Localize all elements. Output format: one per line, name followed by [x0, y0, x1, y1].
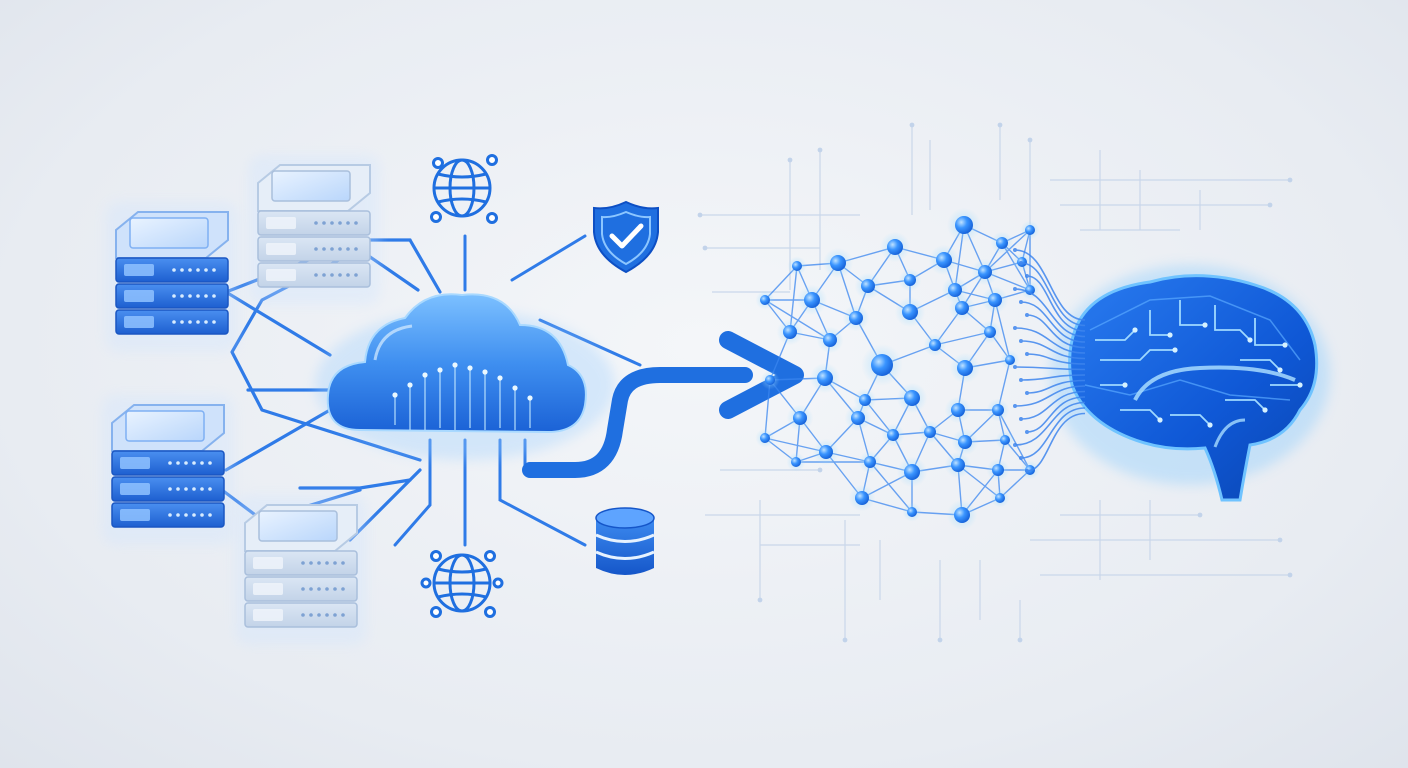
server-rack-icon — [102, 395, 234, 545]
cloud-icon — [315, 293, 615, 460]
globe-network-icon — [430, 154, 498, 224]
arrow-right-icon — [522, 331, 804, 478]
server-rack-icon — [106, 202, 238, 352]
server-rack-icon — [248, 155, 380, 305]
neural-network-icon — [755, 207, 1040, 531]
network-to-brain-lines — [1013, 248, 1086, 473]
shield-check-icon — [593, 200, 659, 274]
circuit-brain-icon — [1050, 265, 1330, 502]
brain-circuit-traces — [1095, 300, 1303, 428]
globe-network-icon — [420, 550, 504, 618]
database-icon — [595, 507, 655, 575]
server-group — [102, 155, 380, 645]
server-rack-icon — [235, 495, 367, 645]
cloud-data-streams — [392, 362, 533, 430]
network-nodes — [755, 207, 1040, 531]
